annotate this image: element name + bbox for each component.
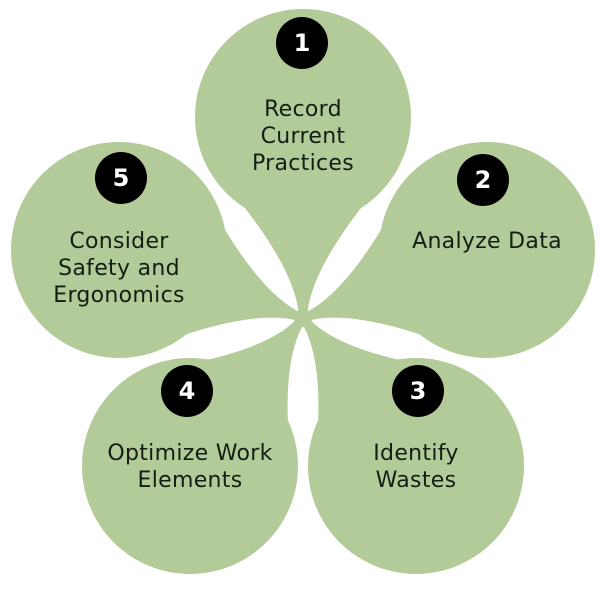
- step-label-line: Wastes: [375, 468, 457, 493]
- step-label-line: Ergonomics: [53, 283, 185, 308]
- step-label-line: Record: [264, 97, 342, 122]
- step-label: Analyze Data: [412, 228, 562, 255]
- step-number-badge: 2: [457, 154, 509, 206]
- step-label-line: Analyze Data: [412, 229, 562, 254]
- step-number-badge: 5: [95, 152, 147, 204]
- petal-circle: [379, 142, 595, 358]
- petal-circle: [11, 142, 227, 358]
- center-hub: [294, 309, 312, 327]
- step-label-line: Elements: [137, 468, 243, 493]
- step-label-line: Optimize Work: [107, 441, 273, 466]
- petal-step-2: [301, 142, 595, 358]
- step-number-badge: 3: [392, 365, 444, 417]
- petal-step-5: [11, 142, 305, 358]
- step-number-badge: 4: [161, 365, 213, 417]
- step-label-line: Consider: [69, 229, 169, 254]
- step-number-badge: 1: [276, 17, 328, 69]
- petal-circle: [308, 358, 524, 574]
- step-label-line: Current: [260, 124, 346, 149]
- petal-circle: [195, 9, 411, 225]
- petal-step-4: [82, 315, 307, 574]
- step-label-line: Practices: [251, 151, 355, 176]
- step-label-line: Safety and: [58, 256, 180, 281]
- petal-step-3: [299, 315, 524, 574]
- petal-step-1: [195, 9, 411, 318]
- step-label-line: Identify: [373, 441, 459, 466]
- petal-circle: [82, 358, 298, 574]
